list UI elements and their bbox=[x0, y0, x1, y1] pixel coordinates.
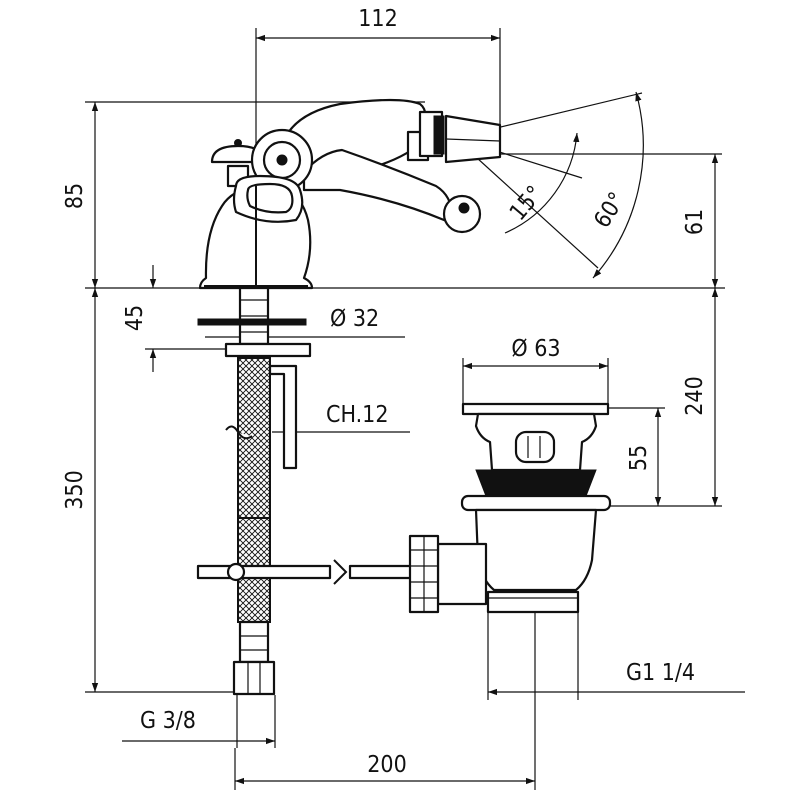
dim-200: 200 bbox=[367, 752, 407, 778]
dim-ch12: CH.12 bbox=[326, 402, 389, 428]
dim-thread-g1-1-4: G1 1/4 bbox=[626, 660, 695, 686]
dim-thread-g-3-8: G 3/8 bbox=[140, 708, 196, 734]
dim-350: 350 bbox=[62, 470, 88, 510]
dim-112: 112 bbox=[358, 6, 398, 32]
hose-assembly bbox=[196, 286, 416, 696]
dim-85: 85 bbox=[62, 183, 88, 209]
dim-angle-15: 15° bbox=[505, 181, 548, 226]
dim-diameter-32: Ø 32 bbox=[330, 306, 379, 332]
dimension-labels: 112 85 61 15° 60° 45 Ø 32 Ø 63 240 CH.12… bbox=[62, 6, 708, 778]
dim-55: 55 bbox=[626, 445, 652, 471]
dim-angle-60: 60° bbox=[589, 188, 630, 233]
dim-45: 45 bbox=[122, 305, 148, 331]
dim-240: 240 bbox=[682, 376, 708, 416]
dim-diameter-63: Ø 63 bbox=[511, 336, 560, 362]
faucet-body bbox=[198, 98, 502, 290]
pop-up-waste bbox=[408, 402, 612, 614]
dim-61: 61 bbox=[682, 209, 708, 235]
